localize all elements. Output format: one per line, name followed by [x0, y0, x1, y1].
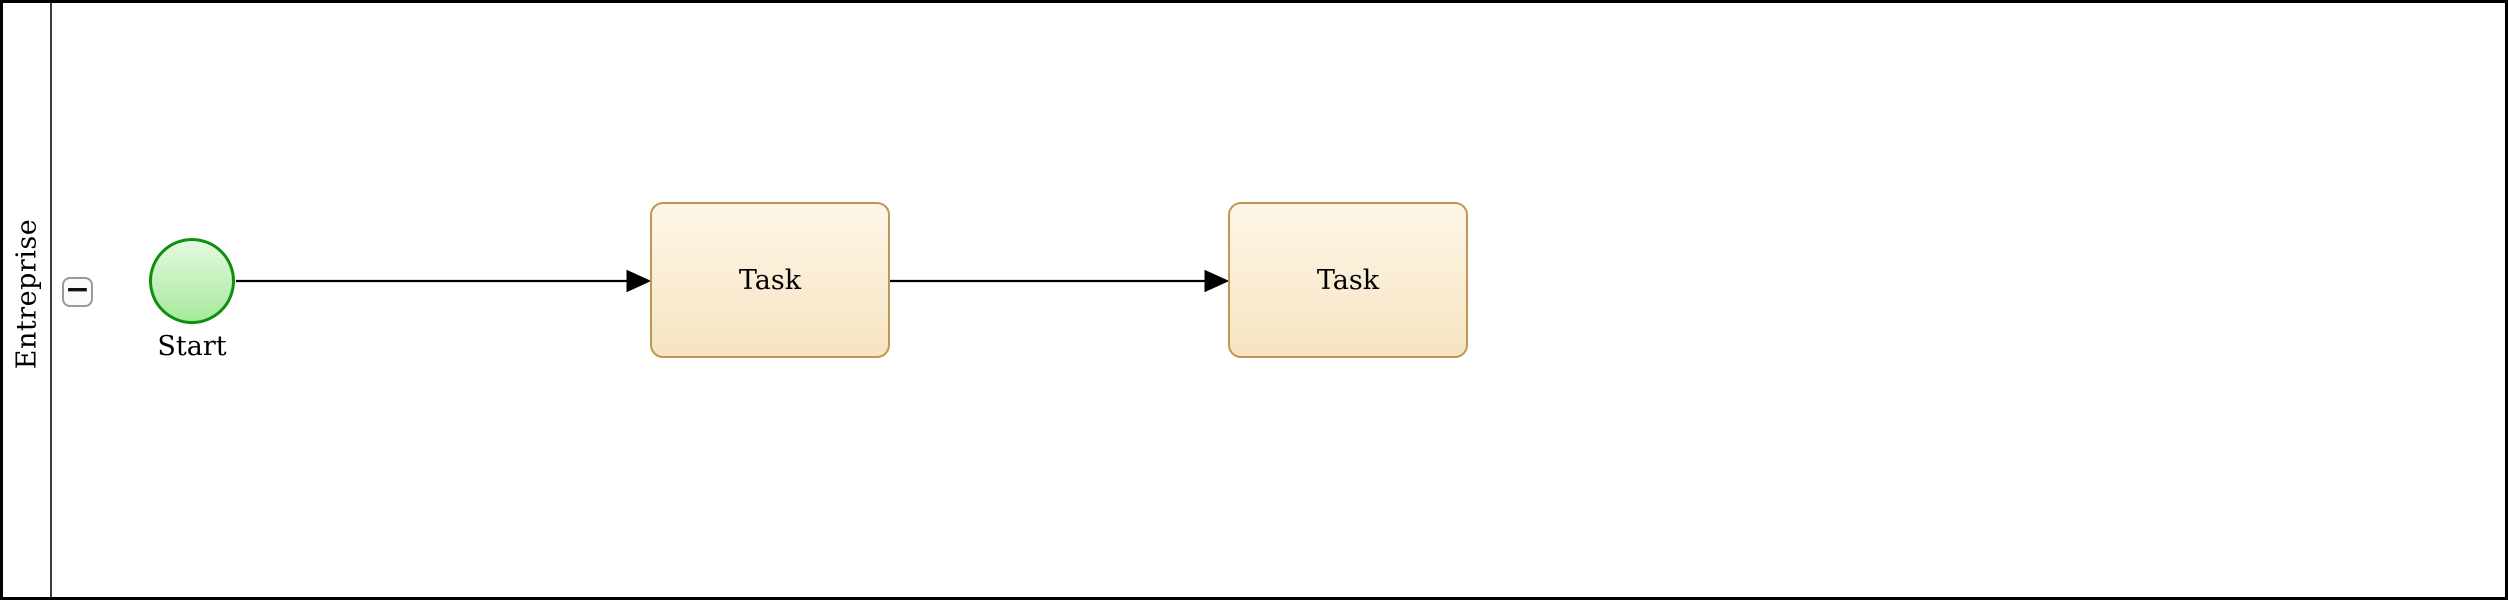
arrowhead-icon: [1204, 269, 1230, 293]
sequence-flow-task1-to-task2[interactable]: [890, 269, 1230, 293]
lane-collapse-button[interactable]: −: [62, 272, 93, 307]
lane-label: Entreprise: [11, 218, 42, 370]
sequence-flow-start-to-task1[interactable]: [236, 269, 652, 293]
arrowhead-icon: [626, 269, 652, 293]
task-1-label: Task: [738, 264, 802, 296]
start-event-node[interactable]: [149, 238, 235, 324]
lane-header-entreprise: Entreprise: [3, 3, 52, 597]
task-node-2[interactable]: Task: [1228, 202, 1468, 358]
task-2-label: Task: [1316, 264, 1380, 296]
minus-icon: −: [64, 272, 91, 307]
task-node-1[interactable]: Task: [650, 202, 890, 358]
start-event-label: Start: [157, 331, 227, 362]
